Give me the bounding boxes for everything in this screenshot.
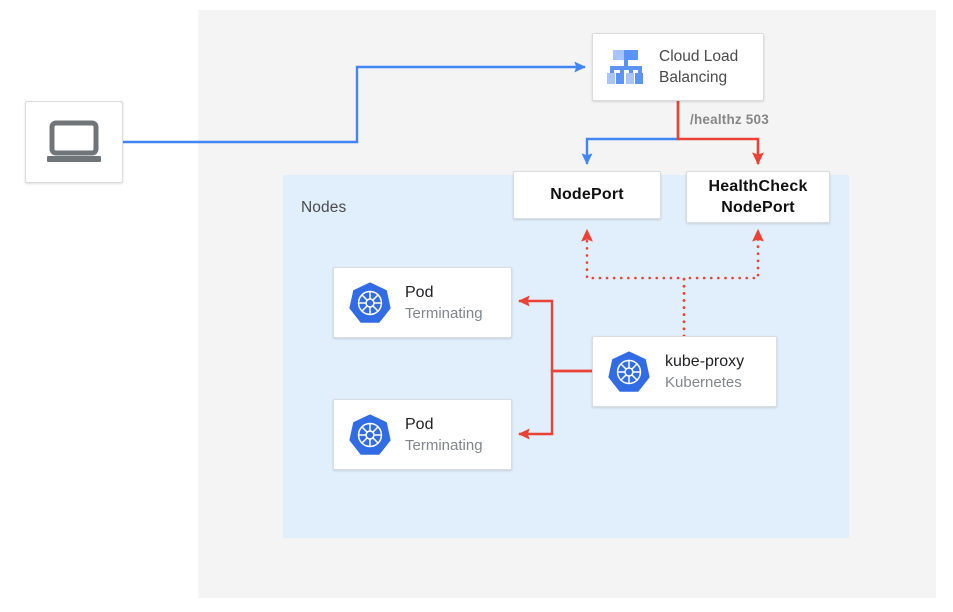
healthcheck-nodeport-node[interactable]: HealthCheck NodePort bbox=[686, 171, 830, 223]
pod-node-1[interactable]: Pod Terminating bbox=[333, 267, 512, 338]
nodeport-label: NodePort bbox=[550, 186, 624, 203]
cloud-load-balancing-node[interactable]: Cloud Load Balancing bbox=[592, 33, 764, 101]
pod-status: Terminating bbox=[405, 304, 483, 322]
pod-text-2: Pod Terminating bbox=[405, 414, 483, 456]
kubernetes-icon bbox=[607, 350, 651, 394]
kube-proxy-text: kube-proxy Kubernetes bbox=[665, 351, 744, 393]
pod-text-1: Pod Terminating bbox=[405, 282, 483, 324]
kubernetes-icon bbox=[348, 413, 392, 457]
pod-node-2[interactable]: Pod Terminating bbox=[333, 399, 512, 470]
healthz-503-label: /healthz 503 bbox=[690, 112, 769, 127]
pod-status: Terminating bbox=[405, 436, 483, 454]
kube-proxy-node[interactable]: kube-proxy Kubernetes bbox=[592, 336, 777, 407]
nodeport-node[interactable]: NodePort bbox=[513, 171, 661, 219]
cloud-load-balancing-icon bbox=[604, 47, 648, 87]
kube-proxy-title: kube-proxy bbox=[665, 352, 745, 370]
nodes-region-label: Nodes bbox=[301, 199, 347, 216]
pod-title: Pod bbox=[405, 283, 434, 301]
healthcheck-nodeport-label: HealthCheck NodePort bbox=[708, 178, 808, 216]
client-node[interactable] bbox=[25, 101, 123, 183]
laptop-icon bbox=[45, 120, 103, 164]
kube-proxy-subtitle: Kubernetes bbox=[665, 373, 742, 391]
kubernetes-icon bbox=[348, 281, 392, 325]
pod-title: Pod bbox=[405, 415, 434, 433]
cloud-load-balancing-label: Cloud Load Balancing bbox=[659, 48, 739, 86]
